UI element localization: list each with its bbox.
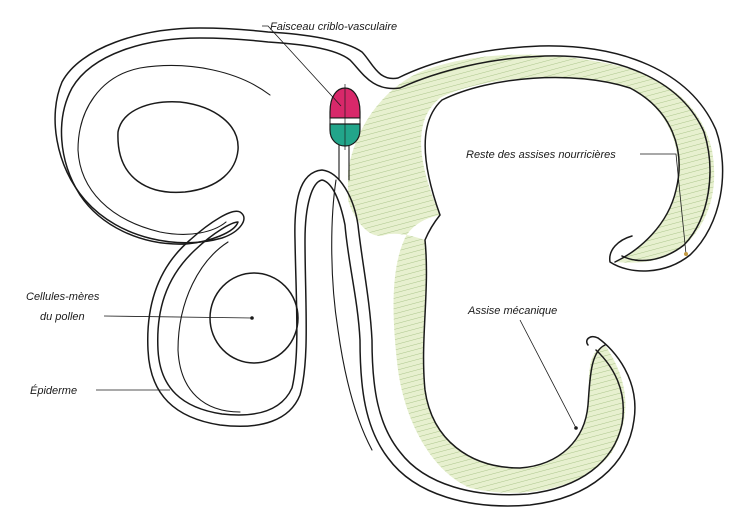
label-faisceau: Faisceau criblo-vasculaire [270,21,397,33]
label-cellules-line1: Cellules-mères [26,291,100,303]
leader-assise-dot [574,426,578,430]
leader-cellules [103,315,253,319]
epidermis-inner [60,37,711,496]
leader-reste-dot [684,252,688,256]
vascular-bundle [329,84,361,150]
label-cellules-line2: du pollen [40,311,85,323]
leader-reste [640,153,687,255]
right-locule-cavity [422,76,680,469]
label-assise: Assise mécanique [467,305,557,317]
leader-cellules-dot [250,316,254,320]
pollen-mother-cells-upper [117,101,239,194]
label-reste: Reste des assises nourricières [466,149,616,161]
leader-assise [519,319,577,429]
pollen-mother-cells-lower [209,272,299,364]
fibrous-layer-hatch [348,54,715,493]
left-lower-locule-inner-line [331,179,373,451]
left-upper-locule-inner-line [77,65,271,235]
label-epiderme: Épiderme [30,384,77,397]
left-lower-locule-outer-line [177,241,241,413]
right-lower-tip [586,335,599,346]
leader-faisceau [262,25,342,107]
